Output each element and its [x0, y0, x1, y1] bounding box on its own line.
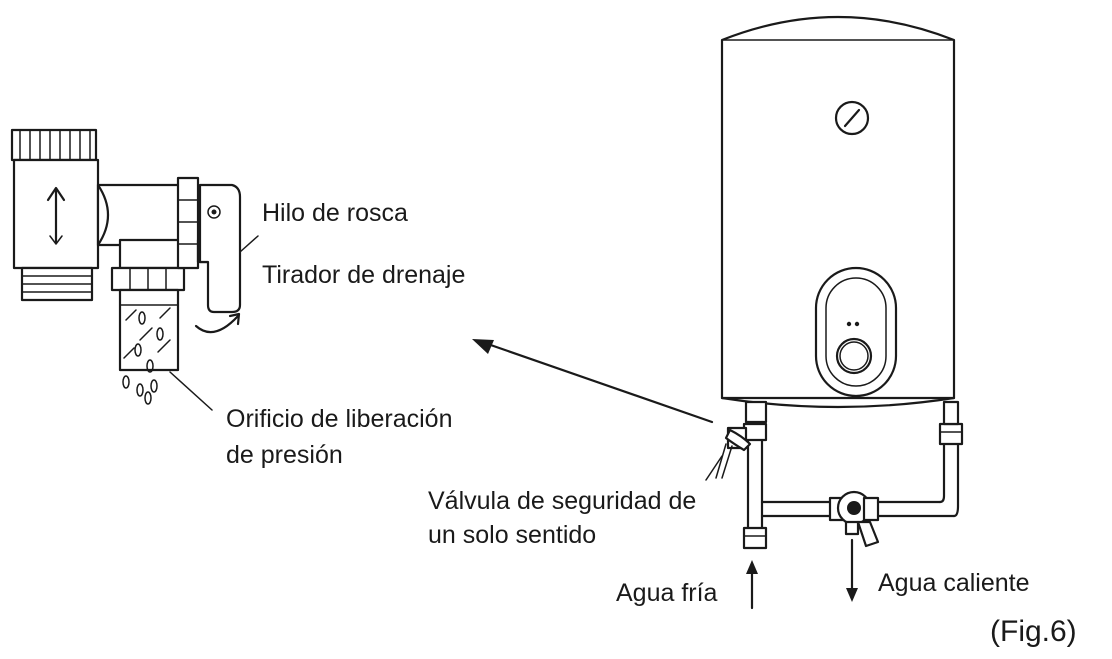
- safety-valve-label-line2: un solo sentido: [428, 521, 597, 549]
- water-heater-tank: [720, 15, 956, 409]
- safety-valve-leader: [705, 455, 723, 481]
- safety-valve-label-line1: Válvula de seguridad de: [428, 487, 697, 515]
- cold-water-arrow: [746, 560, 758, 610]
- drain-handle-label: Tirador de drenaje: [262, 261, 466, 289]
- pressure-release-label-line2: de presión: [226, 441, 343, 469]
- gauge-icon: [834, 100, 870, 136]
- hot-water-label: Agua caliente: [878, 569, 1030, 597]
- knob-icon: [835, 337, 873, 375]
- safety-valve-detail: [10, 128, 242, 405]
- pressure-release-label-line1: Orificio de liberación: [226, 405, 453, 433]
- detail-arrow: [472, 339, 714, 424]
- valve-label-leaders: [169, 235, 259, 411]
- figure-label: (Fig.6): [990, 615, 1077, 648]
- thread-label: Hilo de rosca: [262, 199, 408, 227]
- cold-water-label: Agua fría: [616, 579, 718, 607]
- hot-water-arrow: [846, 538, 858, 602]
- piping: [715, 400, 964, 550]
